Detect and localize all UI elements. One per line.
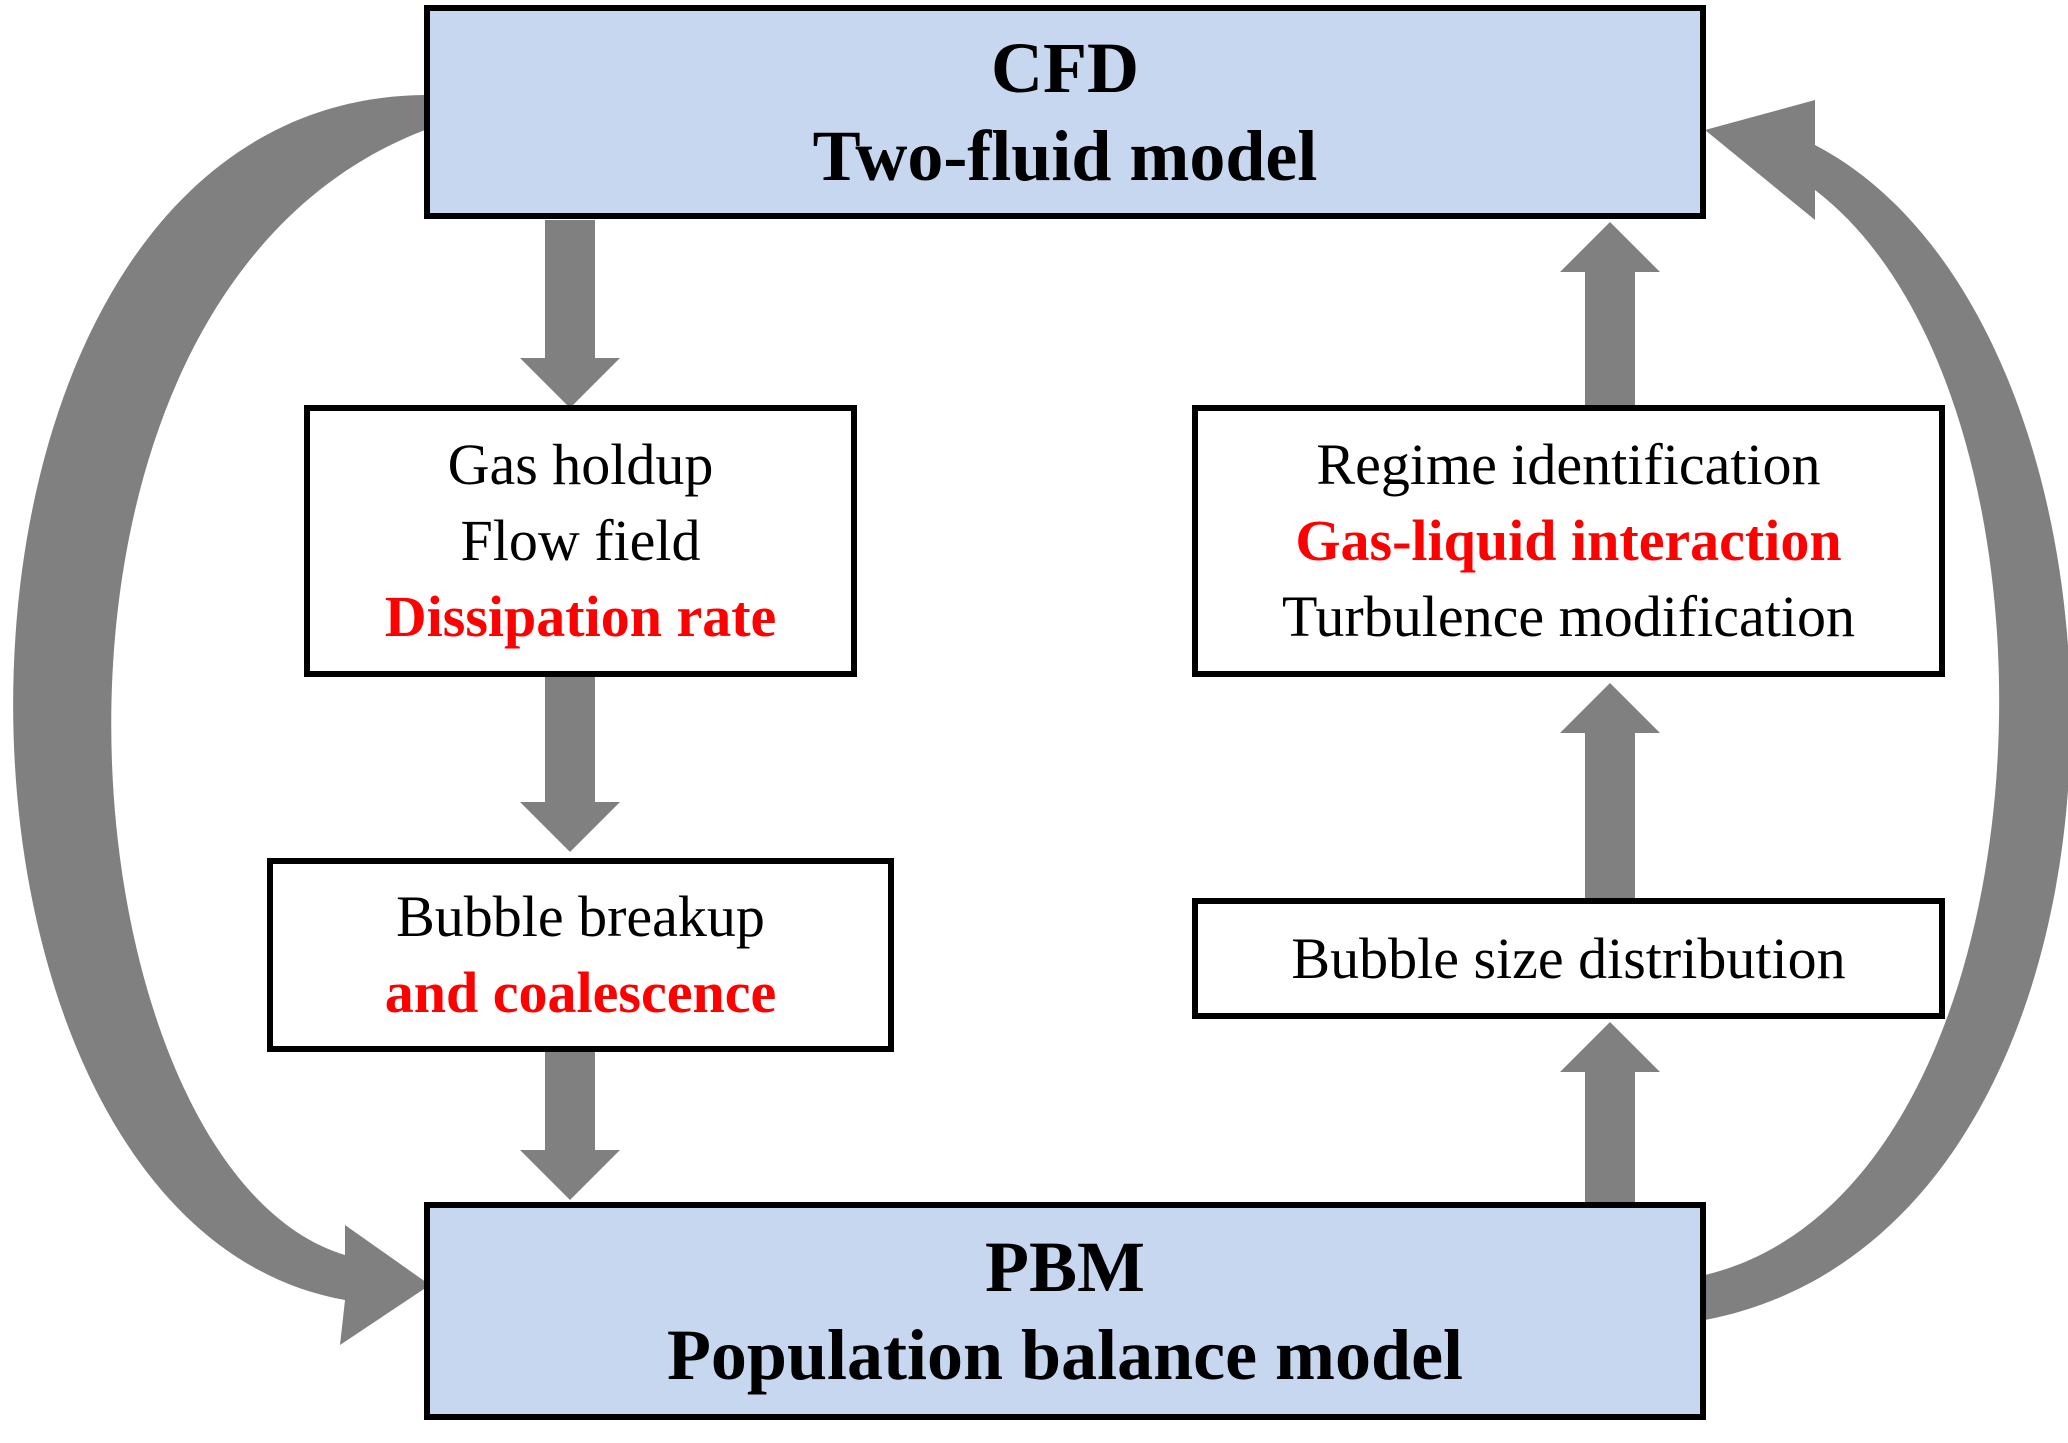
cfd-box: CFD Two-fluid model [424, 5, 1706, 219]
pbm-title: PBM [985, 1227, 1145, 1307]
left-box-flow-quantities: Gas holdup Flow field Dissipation rate [304, 405, 857, 677]
gas-holdup-label: Gas holdup [447, 432, 714, 497]
up-arrow-pbm-to-bsd [1560, 1022, 1660, 1205]
coalescence-label: and coalescence [384, 960, 777, 1025]
turbulence-modification-label: Turbulence modification [1282, 584, 1855, 649]
down-arrow-left-box-to-breakup [520, 677, 620, 852]
pbm-box: PBM Population balance model [424, 1202, 1706, 1420]
flow-field-label: Flow field [460, 508, 701, 573]
gas-liquid-interaction-label: Gas-liquid interaction [1295, 508, 1842, 573]
right-curved-arrow [1705, 100, 2068, 1320]
down-arrow-breakup-to-pbm [520, 1052, 620, 1200]
right-box-interaction: Regime identification Gas-liquid interac… [1192, 405, 1945, 677]
right-box-bubble-size-distribution: Bubble size distribution [1192, 898, 1945, 1019]
left-box-breakup-coalescence: Bubble breakup and coalescence [267, 858, 894, 1052]
up-arrow-bsd-to-right-box [1560, 683, 1660, 902]
cfd-title: CFD [991, 28, 1139, 108]
bubble-breakup-label: Bubble breakup [396, 884, 765, 949]
down-arrow-cfd-to-left-box [520, 220, 620, 408]
cfd-subtitle: Two-fluid model [812, 116, 1318, 196]
bubble-size-distribution-label: Bubble size distribution [1291, 925, 1846, 991]
pbm-subtitle: Population balance model [666, 1315, 1464, 1395]
left-curved-arrow [13, 95, 430, 1345]
up-arrow-right-box-to-cfd [1560, 222, 1660, 408]
regime-identification-label: Regime identification [1316, 432, 1821, 497]
dissipation-rate-label: Dissipation rate [384, 584, 777, 649]
